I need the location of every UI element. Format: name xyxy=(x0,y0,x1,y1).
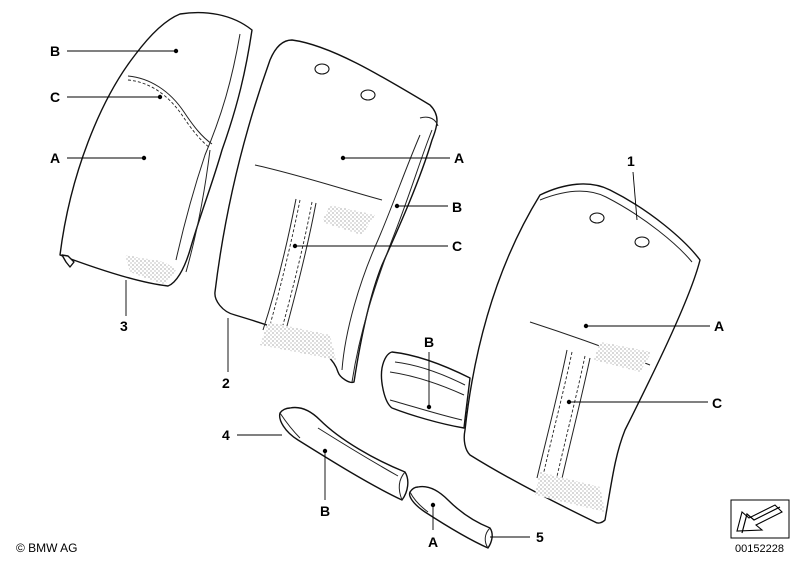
svg-text:C: C xyxy=(712,395,722,411)
callout-p3-c: C xyxy=(50,89,163,105)
callout-p4-b: B xyxy=(320,448,330,519)
part-3-side-cover xyxy=(59,11,253,287)
copyright-text: © BMW AG xyxy=(16,541,78,555)
callout-p2-c: C xyxy=(292,238,462,254)
callout-part-4: 4 xyxy=(222,427,282,443)
callout-part-5: 5 xyxy=(490,529,544,545)
svg-text:4: 4 xyxy=(222,427,230,443)
svg-text:A: A xyxy=(714,318,724,334)
callout-p5-a: A xyxy=(428,502,438,550)
callout-p2-b: B xyxy=(394,199,462,215)
part-2-backrest-cover xyxy=(214,39,439,384)
svg-text:B: B xyxy=(452,199,462,215)
callout-p1-a: A xyxy=(583,318,724,334)
svg-text:5: 5 xyxy=(536,529,544,545)
callout-p2-a: A xyxy=(340,150,464,166)
callout-part-1: 1 xyxy=(627,153,638,221)
headrest-hole-right xyxy=(360,89,376,101)
svg-text:C: C xyxy=(50,89,60,105)
svg-text:A: A xyxy=(428,534,438,550)
callout-p3-a: A xyxy=(50,150,147,166)
bolster-b xyxy=(380,351,471,429)
part-1-backrest-cover xyxy=(463,183,701,524)
svg-text:A: A xyxy=(50,150,60,166)
headrest-hole-left xyxy=(314,63,330,75)
part-4-trim-roll xyxy=(278,406,409,501)
callout-part-3: 3 xyxy=(120,280,128,334)
callout-p1-b: B xyxy=(424,334,434,410)
svg-text:3: 3 xyxy=(120,318,128,334)
svg-text:1: 1 xyxy=(627,153,635,169)
document-number: 00152228 xyxy=(735,543,784,555)
corner-arrow-icon xyxy=(730,499,790,539)
callout-p3-b: B xyxy=(50,43,179,59)
svg-text:A: A xyxy=(454,150,464,166)
callout-part-2: 2 xyxy=(222,318,230,391)
quilted-texture xyxy=(125,255,176,285)
headrest-hole-left xyxy=(589,212,605,224)
part-5-trim-roll xyxy=(408,485,493,549)
svg-text:2: 2 xyxy=(222,375,230,391)
svg-text:C: C xyxy=(452,238,462,254)
headrest-hole-right xyxy=(634,236,650,248)
svg-text:B: B xyxy=(50,43,60,59)
svg-text:B: B xyxy=(424,334,434,350)
callout-p1-c: C xyxy=(566,395,722,411)
svg-text:B: B xyxy=(320,503,330,519)
